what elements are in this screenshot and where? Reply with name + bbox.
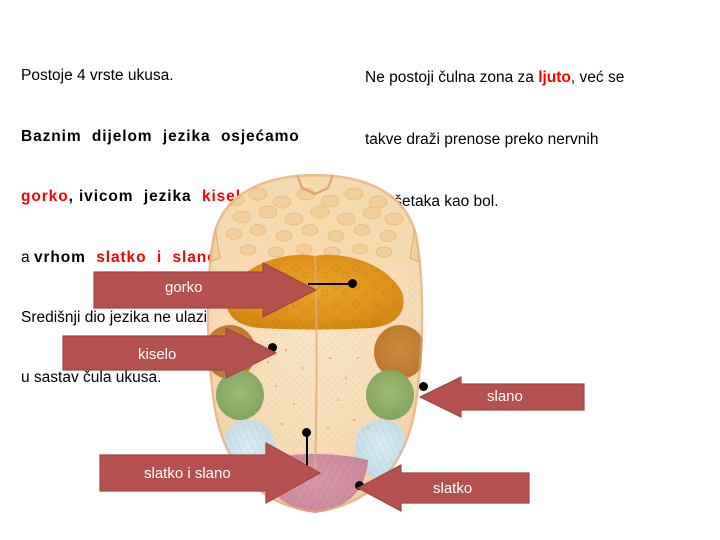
callout-arrow-gorko[interactable] xyxy=(93,262,317,318)
left-text-line-5: Središnji dio jezika ne ulazi xyxy=(21,308,208,326)
keyword-gorko: gorko xyxy=(21,188,69,206)
right-text-line-1-c: , već se xyxy=(570,68,625,86)
left-text-line-1: Postoje 4 vrste ukusa. xyxy=(21,67,174,85)
median-sulcus xyxy=(314,255,318,473)
left-text-line-2: Baznim dijelom jezika osjećamo xyxy=(21,127,300,145)
target-dot-slatko xyxy=(355,481,364,490)
tongue-root-region xyxy=(206,174,424,268)
zone-salty xyxy=(216,370,414,420)
callout-arrow-kiselo[interactable] xyxy=(62,327,277,379)
keyword-slatko-i-slano: slatko i slano xyxy=(96,248,218,266)
target-dot-slatko-i-slano xyxy=(302,428,311,437)
left-text-line-3-mid: , ivicom jezika xyxy=(68,188,202,206)
right-text-line-1-a: Ne postoji čulna zona za xyxy=(365,68,539,86)
keyword-ljuto: ljuto xyxy=(538,68,571,86)
keyword-vrhom: vrhom xyxy=(33,248,97,266)
target-dot-kiselo xyxy=(268,343,277,352)
left-text-line-4: a vrhom slatko i slano. xyxy=(21,248,351,268)
callout-arrow-slano[interactable] xyxy=(419,376,585,418)
left-text-line-4-a: a xyxy=(21,248,34,266)
left-description-text: Postoje 4 vrste ukusa. Baznim dijelom je… xyxy=(21,26,351,409)
leader-line-slatko-i-slano xyxy=(306,432,308,472)
leader-line-gorko xyxy=(308,283,352,285)
callout-arrow-slatko-i-slano[interactable] xyxy=(99,442,321,504)
right-text-line-1: Ne postoji čulna zona za ljuto, već se xyxy=(365,68,710,89)
left-text-line-6: u sastav čula ukusa. xyxy=(21,369,162,387)
left-text-line-3: gorko, ivicom jezika kiselo, xyxy=(21,187,351,207)
callout-arrow-slatko[interactable] xyxy=(357,464,530,512)
target-dot-gorko xyxy=(348,279,357,288)
papillae-speckles xyxy=(254,348,374,438)
right-text-line-2: takve draži prenose preko nervnih xyxy=(365,130,599,148)
target-dot-slano xyxy=(419,382,428,391)
right-description-text: Ne postoji čulna zona za ljuto, već se t… xyxy=(365,26,710,234)
